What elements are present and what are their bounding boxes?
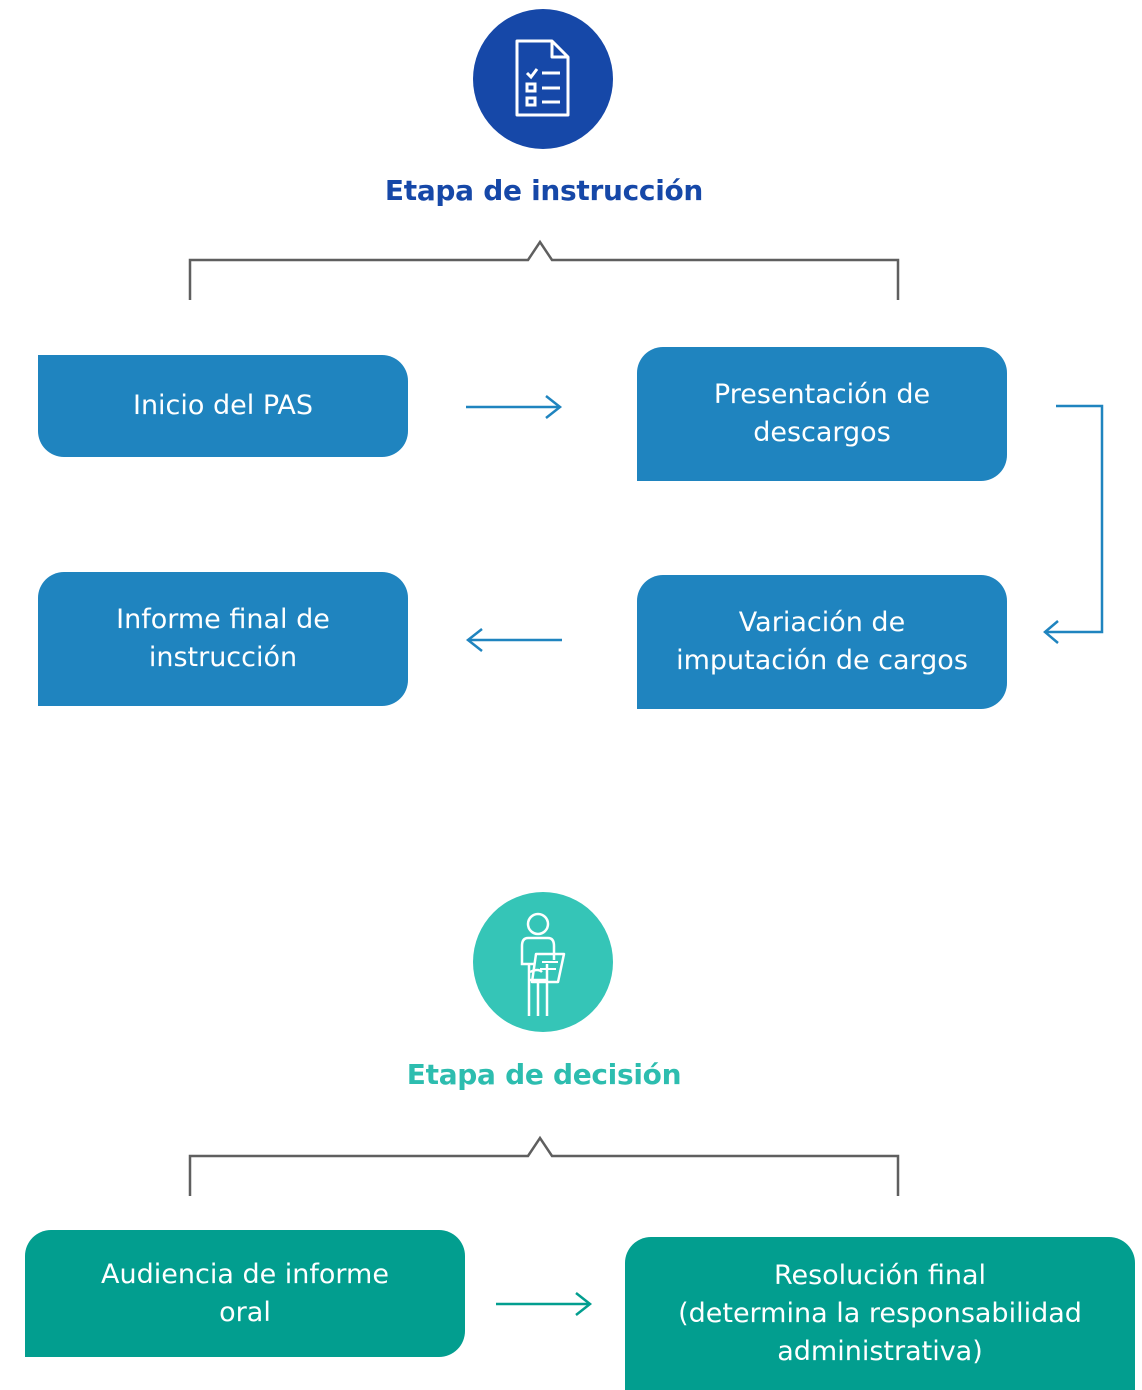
arrow-right-inicio-presentacion [466,395,563,419]
instruction-icon-circle [473,9,613,149]
person-with-clipboard-icon [520,912,566,1016]
instruction-bracket [188,239,900,300]
box-informe-final-de-instruccion: Informe final de instrucción [38,572,408,706]
arrow-elbow-presentacion-variacion [1043,404,1104,644]
box-inicio-del-pas: Inicio del PAS [38,355,408,457]
instruction-stage-title: Etapa de instrucción [384,174,704,207]
box-resolucion-final-label: Resolución final (determina la responsab… [678,1259,1082,1367]
box-resolucion-final: Resolución final (determina la responsab… [625,1237,1135,1390]
box-variacion-de-imputacion-label: Variación de imputación de cargos [676,607,968,676]
decision-icon-circle [473,892,613,1032]
arrow-left-variacion-informe [465,628,562,652]
box-audiencia-de-informe-oral-label: Audiencia de informe oral [101,1258,389,1328]
checklist-document-icon [515,39,570,117]
decision-bracket [188,1135,900,1196]
box-variacion-de-imputacion: Variación de imputación de cargos [637,575,1007,709]
box-presentacion-de-descargos-label: Presentación de descargos [713,379,931,448]
decision-stage-title: Etapa de decisión [406,1058,682,1091]
arrow-right-audiencia-resolucion [496,1292,593,1316]
box-presentacion-de-descargos: Presentación de descargos [637,347,1007,481]
box-informe-final-de-instruccion-label: Informe final de instrucción [116,604,330,673]
box-audiencia-de-informe-oral: Audiencia de informe oral [25,1230,465,1357]
box-inicio-del-pas-label: Inicio del PAS [132,390,314,421]
